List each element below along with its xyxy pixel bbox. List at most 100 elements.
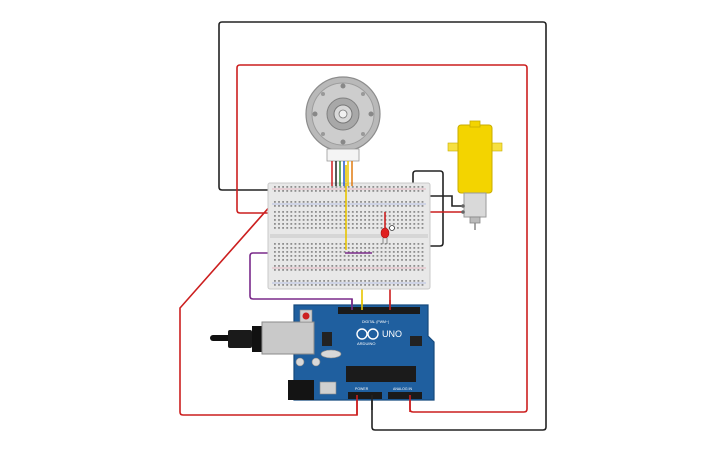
breadboard-hole[interactable] [380, 247, 383, 249]
breadboard-hole[interactable] [310, 247, 313, 249]
breadboard-hole[interactable] [401, 243, 403, 245]
breadboard-hole[interactable] [409, 255, 412, 257]
breadboard-hole[interactable] [298, 243, 301, 245]
breadboard-hole[interactable] [368, 269, 371, 271]
breadboard-hole[interactable] [351, 284, 354, 286]
breadboard-hole[interactable] [360, 269, 362, 271]
breadboard-hole[interactable] [331, 215, 334, 217]
breadboard-hole[interactable] [409, 223, 412, 225]
breadboard-hole[interactable] [351, 219, 354, 221]
breadboard-hole[interactable] [417, 215, 420, 217]
breadboard-hole[interactable] [278, 211, 280, 213]
breadboard-hole[interactable] [343, 215, 346, 217]
breadboard-hole[interactable] [368, 227, 371, 229]
breadboard-hole[interactable] [364, 211, 366, 213]
breadboard-hole[interactable] [339, 280, 342, 282]
breadboard-hole[interactable] [356, 205, 358, 207]
breadboard-hole[interactable] [306, 215, 309, 217]
breadboard-hole[interactable] [360, 255, 362, 257]
breadboard-hole[interactable] [372, 205, 375, 207]
breadboard-hole[interactable] [356, 223, 358, 225]
breadboard-hole[interactable] [397, 205, 399, 207]
breadboard-hole[interactable] [327, 205, 330, 207]
breadboard-hole[interactable] [405, 259, 407, 261]
breadboard-hole[interactable] [372, 255, 375, 257]
breadboard-hole[interactable] [290, 265, 293, 267]
breadboard-hole[interactable] [294, 280, 297, 282]
breadboard-hole[interactable] [274, 243, 276, 245]
breadboard-hole[interactable] [327, 269, 330, 271]
breadboard-hole[interactable] [380, 243, 383, 245]
breadboard-hole[interactable] [323, 243, 325, 245]
breadboard-hole[interactable] [397, 186, 399, 188]
breadboard-hole[interactable] [401, 255, 403, 257]
breadboard-hole[interactable] [405, 265, 407, 267]
breadboard-hole[interactable] [405, 205, 407, 207]
breadboard-hole[interactable] [356, 215, 358, 217]
breadboard-hole[interactable] [290, 219, 293, 221]
breadboard-hole[interactable] [323, 186, 325, 188]
breadboard-hole[interactable] [360, 201, 362, 203]
breadboard-hole[interactable] [294, 223, 297, 225]
breadboard-hole[interactable] [331, 280, 334, 282]
breadboard-hole[interactable] [364, 265, 366, 267]
breadboard-hole[interactable] [421, 201, 424, 203]
breadboard-hole[interactable] [364, 255, 366, 257]
breadboard-hole[interactable] [286, 190, 289, 192]
breadboard-hole[interactable] [368, 247, 371, 249]
breadboard-hole[interactable] [405, 201, 407, 203]
breadboard-hole[interactable] [368, 255, 371, 257]
breadboard-hole[interactable] [372, 265, 375, 267]
breadboard-hole[interactable] [364, 186, 366, 188]
breadboard-hole[interactable] [376, 243, 379, 245]
breadboard-hole[interactable] [376, 269, 379, 271]
breadboard-hole[interactable] [319, 251, 321, 253]
breadboard-hole[interactable] [278, 205, 280, 207]
breadboard-hole[interactable] [360, 205, 362, 207]
breadboard-hole[interactable] [282, 284, 284, 286]
breadboard-hole[interactable] [421, 284, 424, 286]
breadboard-hole[interactable] [392, 269, 395, 271]
breadboard-hole[interactable] [310, 201, 313, 203]
breadboard-hole[interactable] [302, 215, 305, 217]
breadboard-hole[interactable] [278, 280, 280, 282]
breadboard-hole[interactable] [421, 259, 424, 261]
breadboard-hole[interactable] [356, 227, 358, 229]
breadboard-hole[interactable] [294, 219, 297, 221]
breadboard-hole[interactable] [409, 269, 412, 271]
breadboard-hole[interactable] [286, 205, 289, 207]
breadboard-hole[interactable] [392, 255, 395, 257]
breadboard-hole[interactable] [306, 247, 309, 249]
breadboard-hole[interactable] [413, 219, 416, 221]
breadboard-hole[interactable] [405, 280, 407, 282]
breadboard-hole[interactable] [302, 190, 305, 192]
breadboard-hole[interactable] [282, 215, 284, 217]
breadboard-hole[interactable] [331, 190, 334, 192]
breadboard-hole[interactable] [405, 251, 407, 253]
breadboard-hole[interactable] [290, 186, 293, 188]
breadboard-hole[interactable] [294, 215, 297, 217]
breadboard-hole[interactable] [401, 205, 403, 207]
breadboard-hole[interactable] [372, 243, 375, 245]
breadboard-hole[interactable] [315, 255, 317, 257]
breadboard-hole[interactable] [413, 215, 416, 217]
breadboard-hole[interactable] [343, 223, 346, 225]
breadboard-hole[interactable] [343, 205, 346, 207]
breadboard-hole[interactable] [286, 243, 289, 245]
breadboard-hole[interactable] [405, 190, 407, 192]
breadboard-hole[interactable] [339, 215, 342, 217]
breadboard-hole[interactable] [298, 223, 301, 225]
breadboard-hole[interactable] [339, 243, 342, 245]
breadboard-hole[interactable] [409, 284, 412, 286]
breadboard-hole[interactable] [380, 227, 383, 229]
breadboard-hole[interactable] [339, 205, 342, 207]
breadboard-hole[interactable] [274, 280, 276, 282]
breadboard-hole[interactable] [388, 215, 391, 217]
breadboard-hole[interactable] [409, 247, 412, 249]
breadboard-hole[interactable] [405, 227, 407, 229]
breadboard-hole[interactable] [401, 284, 403, 286]
breadboard-hole[interactable] [290, 284, 293, 286]
breadboard-hole[interactable] [405, 219, 407, 221]
breadboard-hole[interactable] [356, 255, 358, 257]
breadboard-hole[interactable] [360, 190, 362, 192]
